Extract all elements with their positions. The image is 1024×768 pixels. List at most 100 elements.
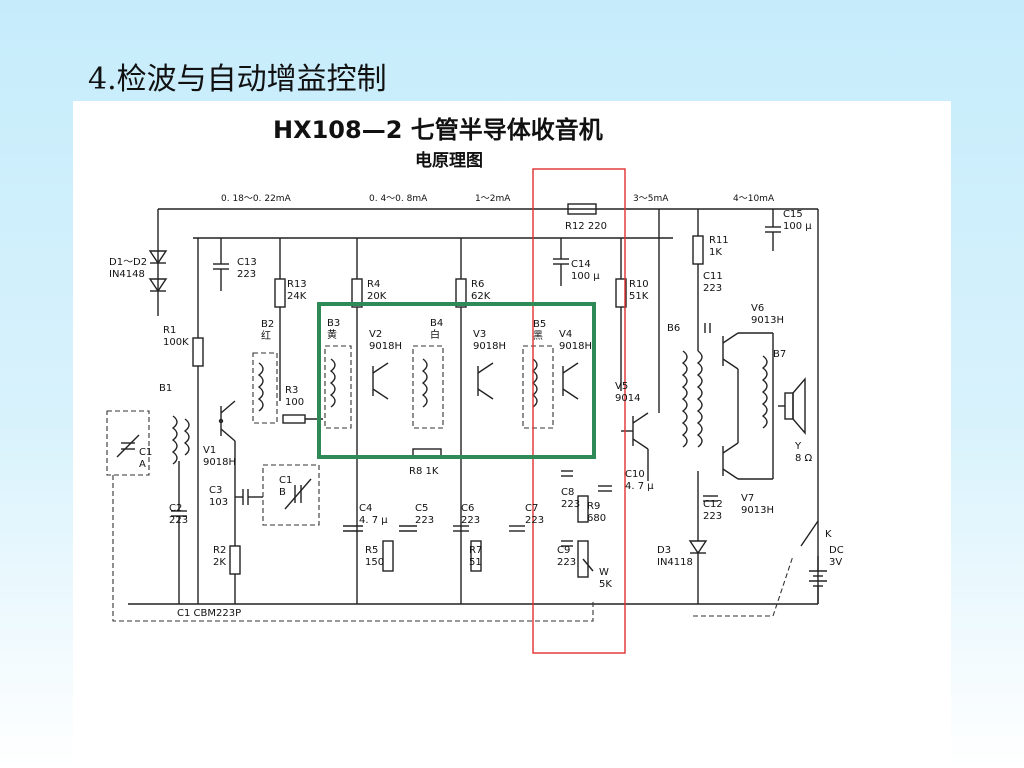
component-label: V5 <box>615 381 628 392</box>
circuit-schematic: HX108—2 七管半导体收音机 电原理图 0. 18～0. 22mA 0. 4… <box>106 116 844 654</box>
component-label: C13 <box>237 257 257 268</box>
component-label: 9018H <box>473 341 506 352</box>
component-label: C10 <box>625 469 645 480</box>
component-label: 223 <box>525 515 544 526</box>
component-label: B3 <box>327 318 340 329</box>
component-label: V2 <box>369 329 382 340</box>
component-label: 9013H <box>751 315 784 326</box>
component-label: C9 <box>557 545 570 556</box>
component-label: 20K <box>367 291 387 302</box>
component-label: 223 <box>415 515 434 526</box>
component-label: 9014 <box>615 393 640 404</box>
component-label: IN4118 <box>657 557 693 568</box>
component-label: R12 220 <box>565 221 607 232</box>
component-label: 1K <box>709 247 722 258</box>
component-label: 黄 <box>327 328 337 341</box>
component-label: B4 <box>430 318 443 329</box>
component-label: 103 <box>209 497 228 508</box>
component-label: C3 <box>209 485 222 496</box>
component-label: C7 <box>525 503 538 514</box>
component-label: 223 <box>703 283 722 294</box>
component-label: 红 <box>261 329 271 342</box>
if-amplifier-highlight <box>317 302 596 459</box>
component-label: C14 <box>571 259 591 270</box>
component-label: 680 <box>587 513 606 524</box>
component-label: B2 <box>261 319 274 330</box>
component-label: R13 <box>287 279 307 290</box>
detection-agc-highlight <box>532 168 626 654</box>
component-label: C1 <box>279 475 292 486</box>
component-label: DC <box>829 545 844 556</box>
slide-title: 4.检波与自动增益控制 <box>88 62 387 97</box>
component-label: R6 <box>471 279 484 290</box>
component-label: R3 <box>285 385 298 396</box>
component-label: R2 <box>213 545 226 556</box>
component-label: 9018H <box>369 341 402 352</box>
component-label: 223 <box>237 269 256 280</box>
component-label: Y <box>794 441 802 452</box>
component-label: C1 CBM223P <box>177 608 241 619</box>
component-label: R4 <box>367 279 380 290</box>
component-label: 2K <box>213 557 226 568</box>
component-label: C2 <box>169 503 182 514</box>
component-label: V1 <box>203 445 216 456</box>
component-label: 8 Ω <box>795 453 813 464</box>
component-label: 223 <box>461 515 480 526</box>
component-label: C1 <box>139 447 152 458</box>
current-label: 0. 4～0. 8mA <box>369 194 428 204</box>
component-label: 9018H <box>203 457 236 468</box>
component-label: R5 <box>365 545 378 556</box>
diagram-title: HX108—2 七管半导体收音机 <box>273 116 603 144</box>
component-label: 51K <box>629 291 649 302</box>
component-label: B5 <box>533 319 546 330</box>
component-label: A <box>139 459 146 470</box>
component-label: 9013H <box>741 505 774 516</box>
current-label: 3～5mA <box>633 194 669 204</box>
component-label: 5K <box>599 579 612 590</box>
component-label: 100 μ <box>571 271 600 282</box>
component-label: B6 <box>667 323 680 334</box>
component-label: 24K <box>287 291 307 302</box>
component-label: 62K <box>471 291 491 302</box>
component-label: B7 <box>773 349 786 360</box>
component-label: 223 <box>557 557 576 568</box>
component-label: 150 <box>365 557 384 568</box>
component-label: 4. 7 μ <box>625 481 654 492</box>
component-label: C12 <box>703 499 723 510</box>
component-label: D3 <box>657 545 671 556</box>
current-label: 1～2mA <box>475 194 511 204</box>
component-label: R9 <box>587 501 600 512</box>
component-label: C5 <box>415 503 428 514</box>
component-label: C6 <box>461 503 474 514</box>
component-label: 223 <box>169 515 188 526</box>
component-label: C8 <box>561 487 574 498</box>
circuit-wiring <box>106 203 827 622</box>
schematic-panel: HX108—2 七管半导体收音机 电原理图 0. 18～0. 22mA 0. 4… <box>73 101 951 768</box>
component-label: 3V <box>829 557 842 568</box>
component-label: R8 1K <box>409 466 439 477</box>
component-label: W <box>599 567 609 578</box>
current-label: 4～10mA <box>733 194 775 204</box>
component-label: V4 <box>559 329 572 340</box>
component-label: C11 <box>703 271 723 282</box>
component-label: B <box>279 487 286 498</box>
component-label: R10 <box>629 279 649 290</box>
component-label: V3 <box>473 329 486 340</box>
component-label: R11 <box>709 235 729 246</box>
component-label: B1 <box>159 383 172 394</box>
component-label: 100K <box>163 337 189 348</box>
component-label: V7 <box>741 493 754 504</box>
component-label: R1 <box>163 325 176 336</box>
component-label: IN4148 <box>109 269 145 280</box>
component-label: 9018H <box>559 341 592 352</box>
component-label: 223 <box>703 511 722 522</box>
component-label: 4. 7 μ <box>359 515 388 526</box>
component-label: 100 μ <box>783 221 812 232</box>
current-label: 0. 18～0. 22mA <box>221 194 292 204</box>
diagram-subtitle: 电原理图 <box>415 150 483 171</box>
component-label: C4 <box>359 503 372 514</box>
component-label: 白 <box>430 328 440 341</box>
component-label: D1～D2 <box>109 257 147 268</box>
component-label: R7 <box>469 545 482 556</box>
